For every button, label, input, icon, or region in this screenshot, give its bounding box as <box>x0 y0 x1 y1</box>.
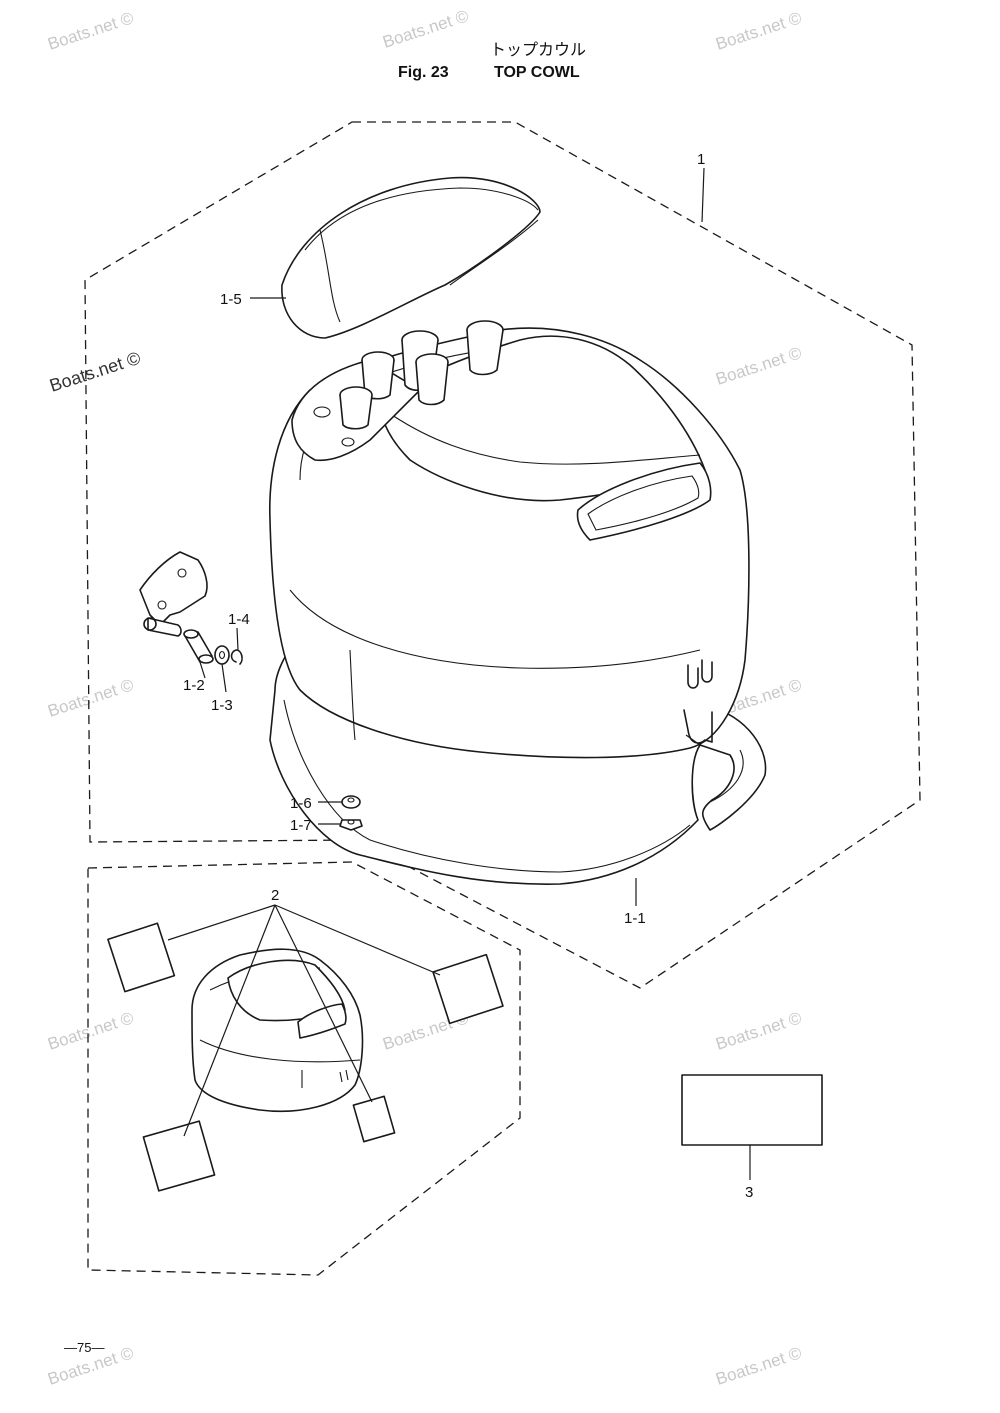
assembly-boundary <box>84 121 921 989</box>
callout-1-2: 1-2 <box>183 677 205 694</box>
figure-number: Fig. 23 <box>398 64 449 81</box>
callout-1-3: 1-3 <box>211 697 233 714</box>
watermark: Boats.net © <box>45 1008 136 1054</box>
label-group-boundary <box>87 861 521 1276</box>
watermark: Boats.net © <box>713 1343 804 1389</box>
washer-part <box>214 645 230 665</box>
callout-1-6: 1-6 <box>290 795 312 812</box>
callout-1-4: 1-4 <box>228 611 250 628</box>
decal-label <box>107 922 176 993</box>
clip-part <box>230 649 243 665</box>
callout-1-1: 1-1 <box>624 910 646 927</box>
callout-1-7: 1-7 <box>290 817 312 834</box>
page-number: —75— <box>64 1340 104 1355</box>
title-japanese: トップカウル <box>490 40 586 59</box>
watermark-dark: Boats.net © <box>47 348 143 396</box>
callout-1-5: 1-5 <box>220 291 242 308</box>
watermark: Boats.net © <box>713 343 804 389</box>
decal-label <box>142 1120 216 1192</box>
watermark: Boats.net © <box>45 675 136 721</box>
leader-lines <box>167 167 751 1180</box>
watermark: Boats.net © <box>713 1008 804 1054</box>
watermark: Boats.net © <box>713 8 804 54</box>
label-location-cowl <box>191 948 364 1113</box>
callout-3: 3 <box>745 1184 753 1201</box>
title-english: TOP COWL <box>494 64 580 81</box>
collar-part <box>183 629 214 664</box>
callout-2: 2 <box>271 887 279 904</box>
plate-part <box>681 1074 823 1146</box>
decal-label <box>352 1095 396 1143</box>
watermark: Boats.net © <box>380 6 471 52</box>
watermark: Boats.net © <box>45 8 136 54</box>
callout-1: 1 <box>697 151 705 168</box>
top-cover-lid <box>281 176 541 339</box>
decal-label <box>432 953 504 1025</box>
main-cowl <box>268 320 767 885</box>
washer-hole <box>218 650 226 660</box>
lock-bracket <box>139 551 208 637</box>
